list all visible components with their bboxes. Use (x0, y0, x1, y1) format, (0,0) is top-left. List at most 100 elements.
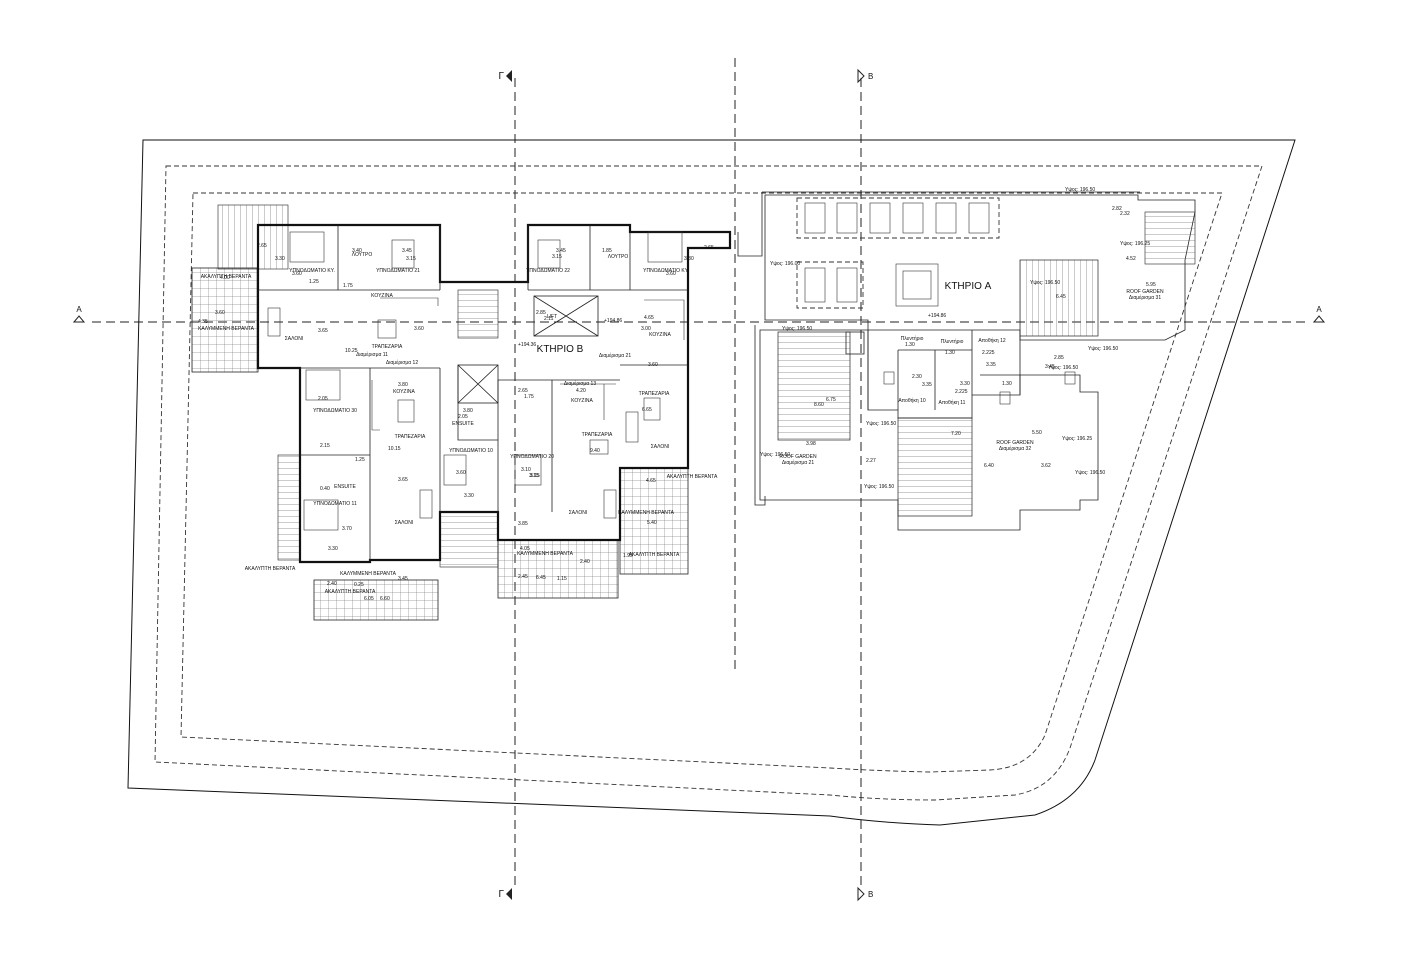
level-label: Υψος: 196.50 (1048, 365, 1078, 371)
dim-label: 6.45 (536, 575, 546, 581)
veranda-labels: ΑΚΑΛΥΠΤΗ ΒΕΡΑΝΤΑ ΚΑΛΥΜΜΕΝΗ ΒΕΡΑΝΤΑ ΑΚΑΛΥ… (198, 274, 718, 595)
section-marker-beta-top: B (857, 68, 873, 84)
veranda-label: ΑΚΑΛΥΠΤΗ ΒΕΡΑΝΤΑ (325, 589, 376, 595)
dim-label: 2.30 (912, 374, 922, 380)
room-label: ΣΑΛΟΝΙ (651, 444, 670, 450)
dim-label: 6.65 (642, 407, 652, 413)
level-label: Υψος: 196.25 (1120, 241, 1150, 247)
building-b: ΚΤΗΡΙΟ Β (191, 204, 732, 621)
room-label: ENSUITE (334, 484, 356, 490)
level-label: Υψος: 196.50 (866, 421, 896, 427)
apartment-label: Διαμέρισμα 11 (356, 351, 388, 358)
veranda-bottom-left-hatch (313, 579, 439, 621)
section-marker-gamma-top: Γ (498, 70, 512, 82)
room-label: Πλυντήριο (901, 335, 924, 342)
dim-label: 3.60 (215, 310, 225, 316)
setback-line-inner (180, 192, 1223, 773)
veranda-label: ΚΑΛΥΜΜΕΝΗ ΒΕΡΑΝΤΑ (517, 551, 574, 557)
dim-label: 1.85 (602, 248, 612, 254)
room-label: ΛΟΥΤΡΟ (352, 252, 373, 258)
veranda-label: ΑΚΑΛΥΠΤΗ ΒΕΡΑΝΤΑ (667, 474, 718, 480)
level-label: Υψος: 196.50 (760, 452, 790, 458)
dim-label: 3.45 (402, 248, 412, 254)
dim-label: 3.35 (986, 362, 996, 368)
dim-label: 3.30 (684, 256, 694, 262)
apartment-label: Διαμέρισμα 12 (386, 359, 418, 366)
dim-label: 3.98 (806, 441, 816, 447)
dim-label: 8.60 (814, 402, 824, 408)
dim-label: 2.85 (1054, 355, 1064, 361)
dim-label: 7.20 (951, 431, 961, 437)
dim-label: 3.15 (552, 254, 562, 260)
room-label: ΤΡΑΠΕΖΑΡΙΑ (395, 434, 426, 440)
dim-label: 5.95 (1146, 282, 1156, 288)
dim-label: 2.65 (257, 243, 267, 249)
dim-label: 6.45 (1056, 294, 1066, 300)
room-label: ΥΠΝΟΔΩΜΑΤΙΟ ΚΥ. (643, 268, 689, 274)
dim-label: 3.10 (521, 467, 531, 473)
dim-label: 10.15 (388, 446, 401, 452)
dim-label: 1.95 (623, 553, 633, 559)
pergola-left (777, 331, 851, 441)
dim-label: 5.40 (647, 520, 657, 526)
dim-label: 3.80 (463, 408, 473, 414)
dim-label: 2.65 (518, 388, 528, 394)
section-label-gamma-top: Γ (498, 71, 504, 82)
veranda-bottom-mid-hatch (497, 539, 619, 599)
veranda-right-hatch (619, 467, 689, 575)
level-label: Υψος: 196.50 (1065, 187, 1095, 193)
veranda-label: ΑΚΑΛΥΠΤΗ ΒΕΡΑΝΤΑ (245, 566, 296, 572)
toilet-icon (883, 371, 895, 385)
room-label: ΚΟΥΖΙΝΑ (393, 389, 415, 395)
dim-label: 3.30 (275, 256, 285, 262)
veranda-label: ΑΚΑΛΥΠΤΗ ΒΕΡΑΝΤΑ (629, 552, 680, 558)
stair-core-hatch (457, 289, 499, 339)
solar-panels (796, 197, 1000, 309)
room-label: ΥΠΝΟΔΩΜΑΤΙΟ 30 (313, 408, 357, 414)
small-shaft (845, 331, 865, 355)
building-a-title: ΚΤΗΡΙΟ A (945, 281, 992, 292)
bed-icon (303, 499, 339, 531)
dim-label: 2.225 (955, 389, 968, 395)
room-label: Αποθήκη 12 (978, 337, 1006, 344)
dim-label: 1.15 (557, 576, 567, 582)
lift-shaft (533, 295, 599, 337)
bed-icon (443, 454, 467, 486)
dim-label: 3.60 (292, 271, 302, 277)
dim-label: 4.20 (576, 388, 586, 394)
room-label: ΤΡΑΠΕΖΑΡΙΑ (372, 344, 403, 350)
dim-label: 2.82 (1112, 206, 1122, 212)
room-labels: ΥΠΝΟΔΩΜΑΤΙΟ ΚΥ. ΥΠΝΟΔΩΜΑΤΙΟ 21 ΥΠΝΟΔΩΜΑΤ… (285, 252, 1164, 526)
section-marker-alpha-right: A (1312, 305, 1326, 323)
room-label: ΥΠΝΟΔΩΜΑΤΙΟ 22 (526, 268, 570, 274)
dim-label: 2.65 (704, 245, 714, 251)
dim-label: 3.80 (398, 382, 408, 388)
dim-label: 2.40 (580, 559, 590, 565)
dim-label: 4.65 (644, 315, 654, 321)
dim-label: 1.25 (355, 457, 365, 463)
dim-label: 2.05 (458, 414, 468, 420)
dim-label: 3.45 (556, 248, 566, 254)
room-label: ΤΡΑΠΕΖΑΡΙΑ (582, 432, 613, 438)
room-label: ΥΠΝΟΔΩΜΑΤΙΟ 21 (376, 268, 420, 274)
apartment-label: Διαμέρισμα 31 (1129, 294, 1161, 301)
veranda-label: ΚΑΛΥΜΜΕΝΗ ΒΕΡΑΝΤΑ (198, 326, 255, 332)
dim-label: 9.40 (590, 448, 600, 454)
dim-label: 3.15 (529, 473, 539, 479)
section-label-gamma-bottom: Γ (498, 889, 504, 900)
level-labels: +194.36 +194.86 Υψος: 196.50 Υψος: 196.0… (518, 187, 1150, 490)
veranda-tl-hatch (191, 267, 259, 373)
dim-label: 3.60 (456, 470, 466, 476)
dim-label: 3.30 (464, 493, 474, 499)
stair-bottom-hatch (439, 511, 499, 568)
apartment-label: Διαμέρισμα 21 (599, 352, 631, 359)
building-b-title: ΚΤΗΡΙΟ Β (537, 344, 584, 355)
room-label: ΣΑΛΟΝΙ (569, 510, 588, 516)
stair-tl (217, 204, 289, 270)
dim-label: 3.15 (530, 473, 540, 479)
level-label: Υψος: 196.50 (864, 484, 894, 490)
dim-label: 2.05 (318, 396, 328, 402)
dim-label: 1.30 (1002, 381, 1012, 387)
dim-label: 3.35 (922, 382, 932, 388)
